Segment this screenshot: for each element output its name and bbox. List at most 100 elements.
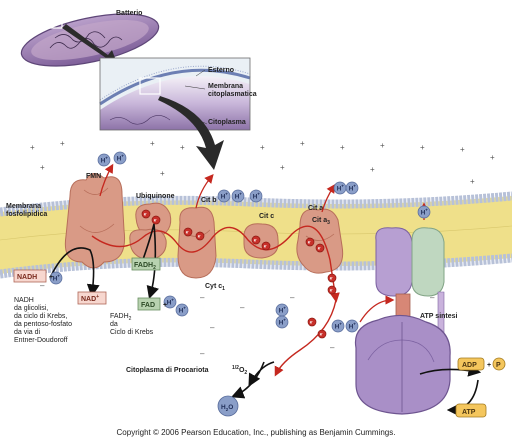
plus-sign: +	[380, 141, 385, 150]
proton-ball: H+	[333, 181, 347, 195]
plus-sign: +	[160, 169, 165, 178]
water-molecule: H2O	[217, 395, 239, 417]
complex-i-nadh-dehydrogenase	[64, 173, 126, 269]
label-cyt-c1: Cyt c1	[205, 283, 225, 292]
label-esterno: Esterno	[208, 67, 234, 74]
bacterium-illustration	[20, 11, 160, 67]
minus-sign: –	[290, 293, 295, 302]
svg-text:e-: e-	[254, 237, 257, 243]
svg-text:H+: H+	[253, 192, 261, 201]
svg-text:P: P	[496, 362, 501, 369]
svg-text:da: da	[110, 321, 118, 328]
proton-ball: H+	[345, 319, 359, 333]
svg-text:e-: e-	[330, 287, 333, 293]
plus-sign: +	[370, 165, 375, 174]
svg-text:FAD: FAD	[141, 302, 155, 309]
electron-flow-path	[91, 225, 340, 303]
svg-text:Ciclo di Krebs: Ciclo di Krebs	[110, 329, 154, 336]
complex-iii-cytochrome-bc1	[177, 206, 217, 279]
minus-sign: –	[240, 303, 245, 312]
minus-sign: –	[40, 281, 45, 290]
electron-markers: e-e-e-e-e-e-e-e-e-e-e-e-	[141, 209, 337, 339]
svg-text:H+: H+	[337, 184, 345, 193]
proton-pump-arrows	[99, 163, 429, 323]
electron-ball: e-	[141, 209, 151, 219]
proton-ball: H+	[331, 319, 345, 333]
svg-text:NAD+: NAD+	[81, 294, 99, 303]
proton-ball: H+	[97, 153, 111, 167]
adp-plus: +	[487, 362, 491, 369]
nad-plus-box: NAD+	[77, 291, 107, 305]
fad-box: FAD	[137, 297, 161, 311]
svg-text:e-: e-	[310, 319, 313, 325]
fadh2-box: FADH2	[131, 257, 161, 271]
svg-text:H+: H+	[335, 322, 343, 331]
svg-text:H+: H+	[349, 322, 357, 331]
svg-text:H+: H+	[279, 318, 287, 327]
svg-text:da via di: da via di	[14, 329, 41, 336]
atp-box: ATP	[455, 403, 487, 418]
label-atp-sintesi: ATP sintesi	[420, 313, 458, 320]
label-cit-c: Cit c	[259, 213, 274, 220]
nadh-box: NADH	[13, 269, 47, 283]
nadh-sources-text: NADH da glicolisi, da ciclo di Krebs, da…	[14, 297, 72, 344]
plus-sign: +	[40, 163, 45, 172]
electron-ball: e-	[307, 317, 317, 327]
plus-sign: +	[470, 177, 475, 186]
fadh2-sources-text: FADH2 da Ciclo di Krebs	[110, 313, 154, 336]
membrane-zoom-panel	[99, 57, 251, 131]
label-batterio: Batterio	[116, 10, 142, 17]
label-cit-a3: Cit a3	[312, 217, 330, 226]
plus-sign: +	[300, 139, 305, 148]
label-citoplasma-procariota: Citoplasma di Procariota	[126, 367, 209, 374]
label-membrana-citoplasmatica-2: citoplasmatica	[208, 91, 257, 98]
copyright-notice: Copyright © 2006 Pearson Education, Inc.…	[116, 428, 396, 437]
proton-ball: H+	[249, 189, 263, 203]
label-fmn: FMN	[86, 173, 101, 180]
minus-sign: –	[200, 293, 205, 302]
proton-markers: H+H+H+H+H+H+H+H+H+H+H+H+H+H+H+	[49, 151, 431, 333]
svg-text:FADH2: FADH2	[110, 313, 132, 322]
svg-text:e-: e-	[186, 229, 189, 235]
electron-ball: e-	[151, 215, 161, 225]
label-membrana-fosfolipidica-2: fosfolipidica	[6, 211, 47, 218]
proton-ball: H+	[345, 181, 359, 195]
minus-sign: –	[430, 293, 435, 302]
label-cit-a: Cit a	[308, 205, 323, 212]
electron-ball: e-	[315, 243, 325, 253]
svg-text:e-: e-	[320, 331, 323, 337]
svg-text:H+: H+	[117, 154, 125, 163]
svg-text:da ciclo di Krebs,: da ciclo di Krebs,	[14, 313, 67, 320]
svg-text:ATP: ATP	[462, 409, 476, 416]
svg-text:H+: H+	[349, 184, 357, 193]
svg-text:H+: H+	[53, 274, 61, 283]
svg-text:H+: H+	[221, 192, 229, 201]
atp-synthase	[354, 227, 451, 415]
electron-flow-to-oxygen	[274, 299, 337, 377]
zoom-arrow-2	[158, 96, 224, 170]
nadh-plus: +	[49, 274, 53, 281]
plus-sign: +	[60, 139, 65, 148]
svg-text:e-: e-	[264, 243, 267, 249]
electron-ball: e-	[327, 285, 337, 295]
label-membrana-citoplasmatica-1: Membrana	[208, 83, 243, 90]
minus-sign: –	[200, 349, 205, 358]
adp-box: ADP	[457, 357, 485, 371]
proton-ball: H+	[217, 189, 231, 203]
electron-ball: e-	[261, 241, 271, 251]
svg-text:ADP: ADP	[462, 362, 477, 369]
svg-text:H+: H+	[167, 298, 175, 307]
plus-sign: +	[340, 143, 345, 152]
svg-text:H+: H+	[235, 192, 243, 201]
svg-text:e-: e-	[308, 239, 311, 245]
svg-text:H+: H+	[421, 208, 429, 217]
svg-text:H+: H+	[279, 306, 287, 315]
label-membrana-fosfolipidica-1: Membrana	[6, 203, 41, 210]
complex-iv-cytochrome-oxidase	[296, 208, 344, 274]
svg-text:NADH: NADH	[14, 297, 34, 304]
proton-ball: H+	[163, 295, 177, 309]
proton-ball: H+	[113, 151, 127, 165]
exterior-charge-plus-signs: ++++++++++++++++	[30, 139, 495, 186]
svg-text:NADH: NADH	[17, 274, 37, 281]
svg-text:da pentoso-fosfato: da pentoso-fosfato	[14, 321, 72, 328]
